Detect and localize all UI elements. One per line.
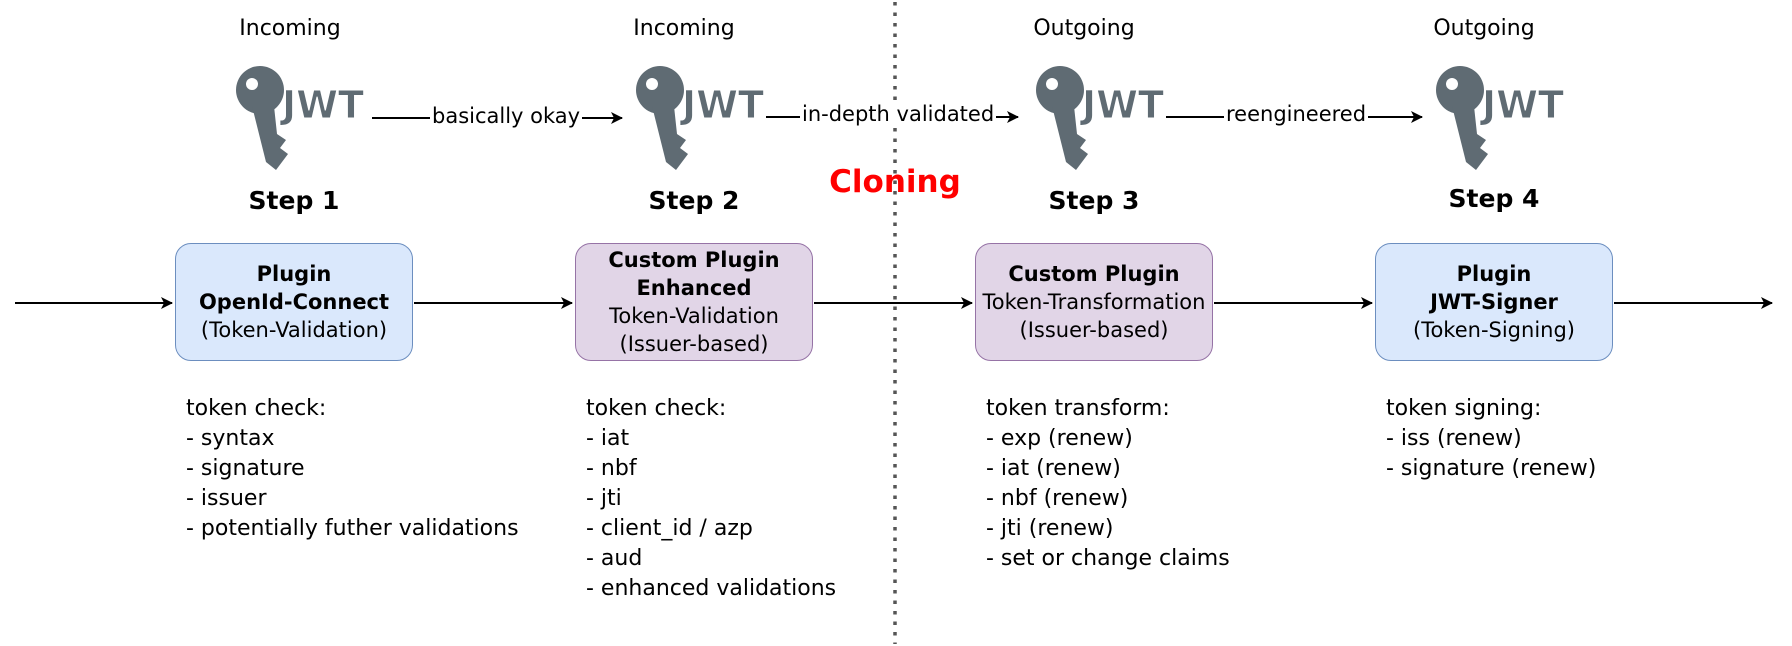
edge-label-1: basically okay bbox=[430, 104, 583, 128]
list-title: token check: bbox=[186, 396, 327, 421]
list-item: - signature (renew) bbox=[1386, 456, 1597, 481]
plugin-box-line: Plugin bbox=[1456, 262, 1532, 286]
svg-text:JWT: JWT bbox=[679, 83, 764, 127]
plugin-box-line: Token-Validation bbox=[609, 304, 779, 328]
list-item: - enhanced validations bbox=[586, 576, 837, 601]
check-list-2: token check: - iat - nbf - jti - client_id /… bbox=[586, 394, 836, 604]
list-title: token transform: bbox=[986, 396, 1170, 421]
svg-text:JWT: JWT bbox=[1079, 83, 1164, 127]
list-item: - syntax bbox=[186, 426, 275, 451]
plugin-box-line: JWT-Signer bbox=[1430, 290, 1558, 314]
svg-text:JWT: JWT bbox=[279, 83, 364, 127]
check-list-3: token transform: - exp (renew) - iat (rene… bbox=[986, 394, 1230, 574]
plugin-box-line: Enhanced bbox=[636, 276, 752, 300]
list-title: token check: bbox=[586, 396, 727, 421]
list-item: - iat bbox=[586, 426, 630, 451]
list-item: - exp (renew) bbox=[986, 426, 1133, 451]
direction-label-1: Incoming bbox=[239, 16, 341, 41]
list-item: - iat (renew) bbox=[986, 456, 1121, 481]
list-item: - set or change claims bbox=[986, 546, 1230, 571]
cloning-label: Cloning bbox=[829, 164, 961, 200]
jwt-key-icon: JWT bbox=[1436, 66, 1565, 170]
jwt-key-icon: JWT bbox=[1036, 66, 1165, 170]
plugin-box-line: Plugin bbox=[256, 262, 332, 286]
list-item: - signature bbox=[186, 456, 305, 481]
list-item: - aud bbox=[586, 546, 643, 571]
edge-label-2: in-depth validated bbox=[800, 102, 997, 126]
svg-text:JWT: JWT bbox=[1479, 83, 1564, 127]
list-item: - nbf (renew) bbox=[986, 486, 1129, 511]
plugin-box-line: OpenId-Connect bbox=[198, 290, 390, 314]
list-item: - iss (renew) bbox=[1386, 426, 1522, 451]
list-item: - potentially futher validations bbox=[186, 516, 519, 541]
check-list-4: token signing: - iss (renew) - signature (… bbox=[1386, 394, 1596, 484]
list-item: - nbf bbox=[586, 456, 637, 481]
plugin-box-line: (Issuer-based) bbox=[1019, 318, 1169, 342]
direction-label-4: Outgoing bbox=[1433, 16, 1535, 41]
plugin-box-line: Custom Plugin bbox=[1008, 262, 1180, 286]
plugin-box-line: Token-Transformation bbox=[982, 290, 1206, 314]
step-label-3: Step 3 bbox=[1048, 186, 1140, 215]
list-item: - jti bbox=[586, 486, 622, 511]
plugin-box-line: Custom Plugin bbox=[608, 248, 780, 272]
list-item: - issuer bbox=[186, 486, 267, 511]
list-item: - jti (renew) bbox=[986, 516, 1114, 541]
step-label-1: Step 1 bbox=[248, 186, 340, 215]
list-title: token signing: bbox=[1386, 396, 1542, 421]
jwt-key-icon: JWT bbox=[236, 66, 365, 170]
direction-label-3: Outgoing bbox=[1033, 16, 1135, 41]
step-label-4: Step 4 bbox=[1448, 184, 1540, 213]
jwt-key-icon: JWT bbox=[636, 66, 765, 170]
direction-label-2: Incoming bbox=[633, 16, 735, 41]
list-item: - client_id / azp bbox=[586, 516, 753, 541]
plugin-box-line: (Token-Signing) bbox=[1413, 318, 1575, 342]
plugin-box-line: (Token-Validation) bbox=[200, 318, 388, 342]
plugin-box-line: (Issuer-based) bbox=[619, 332, 769, 356]
edge-label-3: reengineered bbox=[1224, 102, 1369, 126]
check-list-1: token check: - syntax - signature - issuer -… bbox=[186, 394, 519, 544]
step-label-2: Step 2 bbox=[648, 186, 740, 215]
